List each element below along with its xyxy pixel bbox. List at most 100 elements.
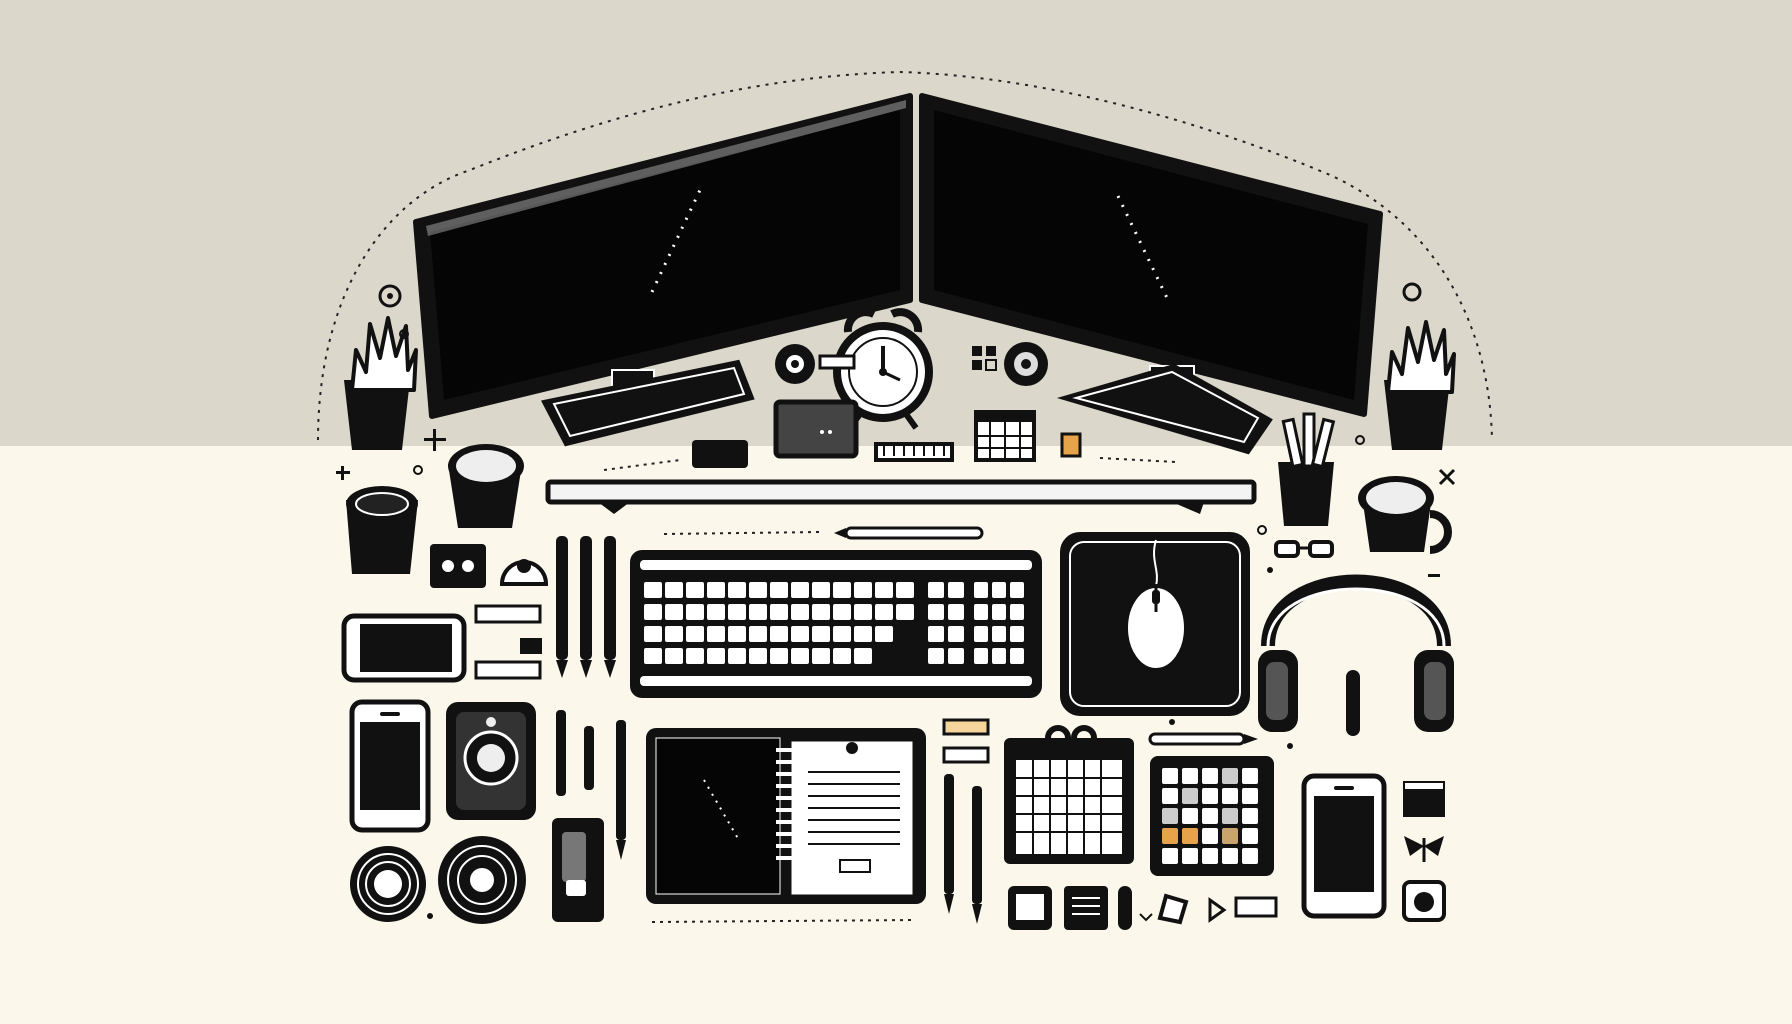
keyboard-key xyxy=(948,582,964,598)
keyboard-key xyxy=(665,604,683,620)
butterfly-icon xyxy=(1404,836,1444,862)
launchpad-icon xyxy=(1150,756,1274,876)
launchpad-pad xyxy=(1222,808,1238,824)
launchpad-pad xyxy=(1182,768,1198,784)
keyboard-key xyxy=(928,582,944,598)
headphones-icon xyxy=(1258,574,1454,736)
keyboard-key xyxy=(833,648,851,664)
speaker-icon xyxy=(446,702,536,820)
launchpad-pad xyxy=(1202,848,1218,864)
keyboard-key xyxy=(833,582,851,598)
dial-icon xyxy=(1402,880,1446,922)
keyboard-key xyxy=(728,604,746,620)
alarm-clock-icon xyxy=(833,308,933,430)
keyboard-key xyxy=(791,604,809,620)
launchpad-pad xyxy=(1202,808,1218,824)
notebook-icon xyxy=(646,728,926,904)
launchpad-pad xyxy=(1242,828,1258,844)
keyboard-key xyxy=(875,582,893,598)
launchpad-pad xyxy=(1162,768,1178,784)
launchpad-pad xyxy=(1222,828,1238,844)
launchpad-pad xyxy=(1242,768,1258,784)
keyboard-key xyxy=(749,648,767,664)
keyboard-key xyxy=(854,582,872,598)
clipboard-icon xyxy=(788,738,916,898)
sticky-notes-icon xyxy=(942,718,990,764)
trackball-icon xyxy=(499,559,549,586)
webcam-icon xyxy=(775,344,856,384)
ruler-icon xyxy=(874,442,954,462)
keyboard-key xyxy=(707,648,725,664)
keyboard-key xyxy=(665,626,683,642)
keyboard-key xyxy=(928,604,944,620)
keyboard-key xyxy=(948,604,964,620)
keyboard-key xyxy=(833,626,851,642)
launchpad-pad xyxy=(1182,788,1198,804)
pen-horizontal-icon xyxy=(1148,732,1258,746)
keyboard-key xyxy=(749,582,767,598)
launchpad-pad xyxy=(1162,808,1178,824)
keyboard-key xyxy=(770,582,788,598)
keyboard-key xyxy=(791,626,809,642)
keyboard-key xyxy=(875,626,893,642)
monitor-left-icon xyxy=(413,93,913,447)
launchpad-pad xyxy=(1182,848,1198,864)
coffee-cup-right-icon xyxy=(1358,476,1452,554)
keyboard-key xyxy=(974,582,988,598)
keyboard-key xyxy=(974,604,988,620)
keyboard-key xyxy=(686,604,704,620)
keyboard-key xyxy=(812,648,830,664)
keyboard-key xyxy=(707,626,725,642)
keyboard-key xyxy=(707,604,725,620)
phone-landscape-icon xyxy=(341,613,467,683)
keyboard-key xyxy=(1010,626,1024,642)
sticky-note-icon xyxy=(1060,432,1082,458)
launchpad-pad xyxy=(1162,828,1178,844)
keyboard-key xyxy=(644,604,662,620)
keyboard-key xyxy=(992,648,1006,664)
calendar-icon xyxy=(1004,725,1134,864)
launchpad-pad xyxy=(1162,848,1178,864)
keyboard-key xyxy=(791,582,809,598)
keyboard-key xyxy=(833,604,851,620)
usb-sticks-icon xyxy=(474,604,542,680)
desk-shelf-icon xyxy=(545,479,1257,514)
calendar-small-icon xyxy=(974,410,1036,462)
keyboard-key xyxy=(728,626,746,642)
keyboard-key xyxy=(770,626,788,642)
speaker-small-icon xyxy=(972,342,1048,386)
launchpad-pad xyxy=(1202,828,1218,844)
keyboard-key xyxy=(749,626,767,642)
keyboard-key xyxy=(686,582,704,598)
keyboard-key xyxy=(948,648,964,664)
mug-icon xyxy=(346,486,418,574)
keyboard-key xyxy=(707,582,725,598)
glasses-icon xyxy=(1274,540,1334,558)
plant-right-icon xyxy=(1384,320,1456,450)
gadget-box-icon xyxy=(430,544,486,588)
keyboard-key xyxy=(974,626,988,642)
launchpad-pad xyxy=(1182,808,1198,824)
keyboard-key xyxy=(665,648,683,664)
keyboard-key xyxy=(854,648,872,664)
keyboard-key xyxy=(974,648,988,664)
router-icon xyxy=(773,399,859,459)
keyboard-key xyxy=(992,626,1006,642)
card-stripe xyxy=(1403,781,1445,791)
keyboard-key xyxy=(644,648,662,664)
pen-right-icon xyxy=(944,774,982,924)
coffee-cup-icon xyxy=(448,444,524,528)
hard-drive-small-icon xyxy=(692,440,748,468)
plant-left-icon xyxy=(344,316,418,450)
keyboard-key xyxy=(644,582,662,598)
keyboard-key xyxy=(728,582,746,598)
dashed-arc xyxy=(317,70,1493,441)
keyboard-key xyxy=(948,626,964,642)
keyboard-key xyxy=(928,648,944,664)
small-devices-icon xyxy=(1008,886,1278,930)
keyboard-key xyxy=(1010,604,1024,620)
launchpad-pad xyxy=(1242,788,1258,804)
launchpad-pad xyxy=(1182,828,1198,844)
keyboard-key xyxy=(896,582,914,598)
pen-icon xyxy=(556,536,626,860)
